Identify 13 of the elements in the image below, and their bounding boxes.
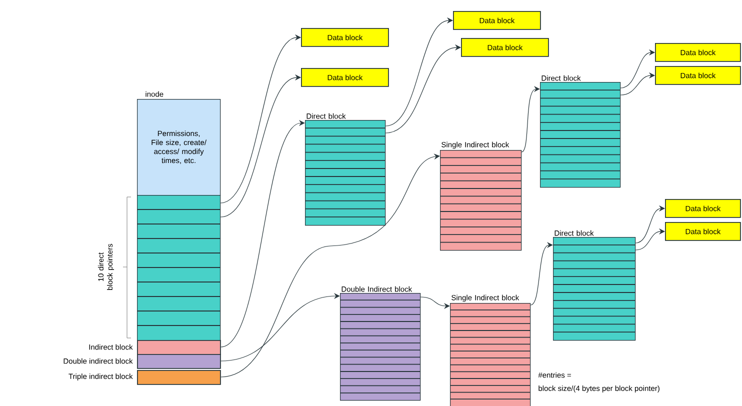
arrow xyxy=(530,242,553,306)
arrow xyxy=(620,49,655,88)
arrow xyxy=(620,72,655,96)
arrow xyxy=(521,86,540,152)
arrow xyxy=(385,44,461,134)
arrow xyxy=(635,228,665,250)
arrow xyxy=(220,74,301,218)
arrow xyxy=(220,120,305,348)
arrow xyxy=(385,17,453,126)
arrow xyxy=(220,292,340,362)
arrow xyxy=(635,205,665,244)
arrow xyxy=(220,34,301,204)
arrow xyxy=(220,154,440,378)
